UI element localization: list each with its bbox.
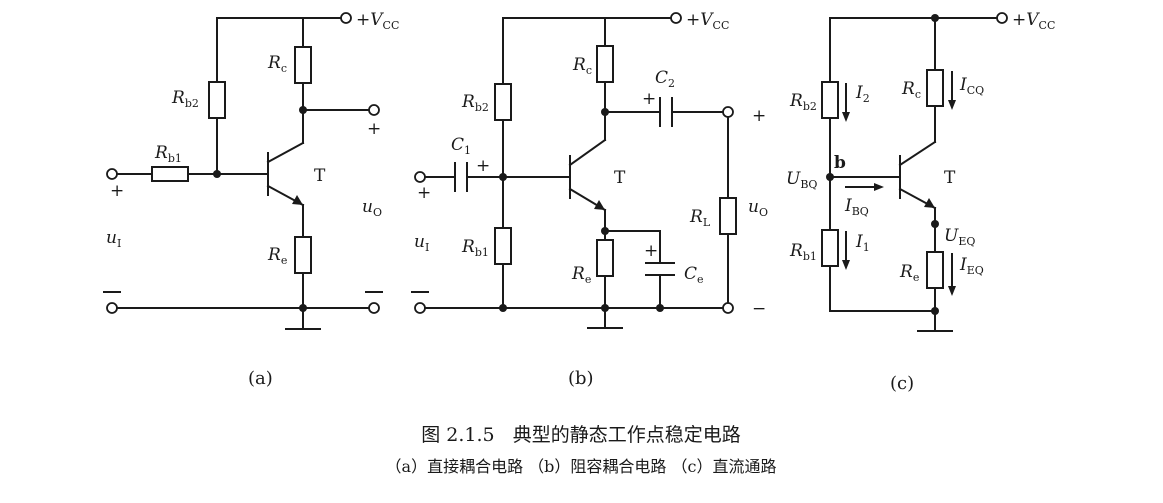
ibq-label-c: IBQ (844, 196, 869, 218)
rb1-label-b: Rb1 (461, 237, 489, 259)
re-label-c: Re (899, 262, 919, 284)
re-resistor-a (294, 236, 312, 274)
rb2-label-c: Rb2 (789, 91, 817, 113)
rb2-resistor-b (494, 83, 512, 121)
gnd-terminal-left-b (414, 302, 426, 314)
vcc-terminal-a (340, 12, 352, 24)
vcc-label-c: +VCC (1012, 10, 1055, 32)
caption-b: (b) (568, 368, 594, 389)
rb1-label-a: Rb1 (154, 143, 182, 165)
ce-plus-b: + (644, 241, 658, 261)
ce-label-b: Ce (684, 264, 704, 286)
ieq-label-c: IEQ (959, 255, 984, 277)
uo-plus-b: + (752, 106, 766, 126)
uo-minus-b: − (752, 299, 766, 319)
i2-label-c: I2 (855, 83, 870, 105)
ui-plus-a: + (110, 181, 124, 201)
re-resistor-c (926, 251, 944, 289)
ground-symbol-a (285, 307, 321, 330)
circuit-c: +VCC Rb2 I2 Rb1 I1 b UBQ IBQ Rc ICQ (786, 10, 1055, 394)
re-resistor-b (596, 239, 614, 277)
rc-label-b: Rc (572, 55, 592, 77)
b-node-label-c: b (834, 153, 846, 173)
output-terminal-b (722, 106, 734, 118)
gnd-terminal-right-b (722, 302, 734, 314)
uo-label-a: uO (362, 197, 382, 219)
rc-label-c: Rc (901, 79, 921, 101)
rc-resistor-a (294, 46, 312, 84)
rc-resistor-b (596, 45, 614, 83)
rb2-label-b: Rb2 (461, 92, 489, 114)
vcc-terminal-c (996, 12, 1008, 24)
ce-capacitor-b (645, 262, 675, 276)
c2-label-b: C2 (655, 68, 675, 90)
c1-plus-b: + (476, 156, 490, 176)
transistor-label-c: T (944, 168, 956, 188)
vcc-terminal-b (670, 12, 682, 24)
vcc-label-a: +VCC (356, 10, 399, 32)
input-terminal-a (106, 168, 118, 180)
c1-capacitor-b (454, 162, 468, 192)
rl-resistor-b (719, 197, 737, 235)
rb1-label-c: Rb1 (789, 241, 817, 263)
output-terminal-a (368, 104, 380, 116)
rc-resistor-c (926, 69, 944, 107)
caption-c: (c) (890, 373, 914, 394)
re-label-b: Re (571, 264, 591, 286)
ui-label-a: uI (106, 228, 121, 250)
rb1-resistor-c (821, 229, 839, 267)
uo-plus-a: + (367, 119, 381, 139)
c2-capacitor-b (659, 97, 673, 127)
transistor-c: T (898, 140, 956, 210)
rl-label-b: RL (689, 207, 711, 229)
c2-plus-b: + (642, 89, 656, 109)
transistor-a: T (266, 141, 326, 207)
ground-symbol-c (917, 310, 953, 332)
icq-label-c: ICQ (959, 75, 984, 97)
transistor-label-b: T (614, 168, 626, 188)
transistor-label-a: T (314, 166, 326, 186)
caption-a: (a) (248, 368, 273, 389)
ground-symbol-b (587, 307, 623, 329)
rb1-resistor-a (151, 166, 189, 182)
circuit-a: +VCC Rb2 Rc + Rb1 + T Re (103, 10, 399, 389)
rb2-label-a: Rb2 (171, 88, 199, 110)
ui-label-b: uI (414, 232, 429, 254)
base-node-a (213, 170, 221, 178)
rb1-resistor-b (494, 227, 512, 265)
ueq-label-c: UEQ (944, 226, 975, 248)
i1-label-c: I1 (855, 232, 870, 254)
base-node-b (499, 173, 507, 181)
ui-plus-b: + (417, 183, 431, 203)
figure-subtitle: （a）直接耦合电路 （b）阻容耦合电路 （c）直流通路 (386, 457, 777, 476)
c1-label-b: C1 (451, 135, 471, 157)
gnd-terminal-right-a (368, 302, 380, 314)
vcc-label-b: +VCC (686, 10, 729, 32)
input-terminal-b (414, 171, 426, 183)
ubq-label-c: UBQ (786, 169, 817, 191)
re-label-a: Re (267, 245, 287, 267)
circuit-b: +VCC Rb2 Rb1 Rc + C2 + RL uO + C1 + uI (411, 10, 768, 389)
gnd-terminal-left-a (106, 302, 118, 314)
figure-title: 图 2.1.5 典型的静态工作点稳定电路 (421, 424, 741, 446)
transistor-b: T (568, 138, 626, 212)
rb2-resistor-a (208, 81, 226, 119)
emitter-node-c (931, 220, 939, 228)
rb2-resistor-c (821, 81, 839, 119)
uo-label-b: uO (748, 197, 768, 219)
rc-label-a: Rc (267, 53, 287, 75)
